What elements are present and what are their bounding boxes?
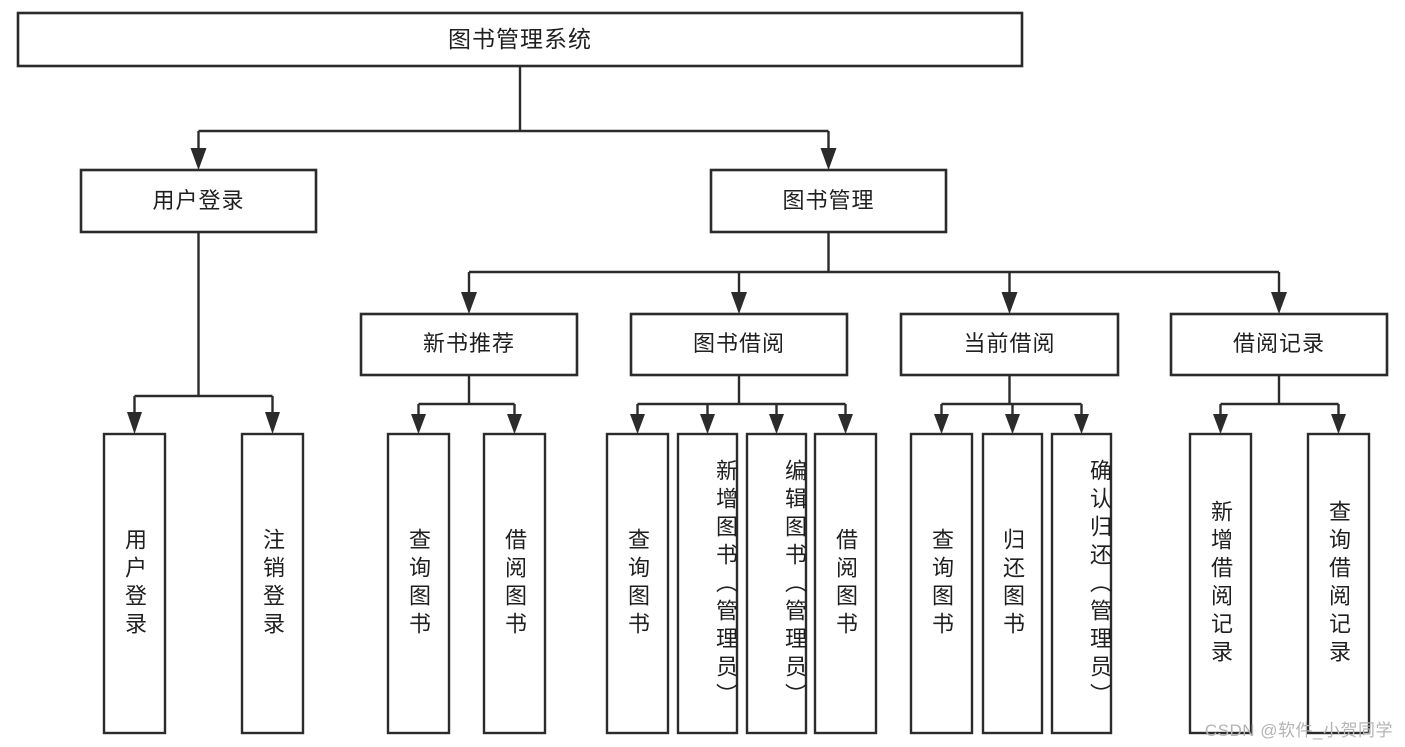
node-box-root[interactable] <box>16 11 1024 68</box>
arrow-head-icon <box>1005 414 1020 434</box>
arrow-head-icon <box>461 292 477 314</box>
arrow-head-icon <box>700 414 715 434</box>
arrow-head-icon <box>507 414 522 434</box>
node-box-leaf-add-record[interactable] <box>1188 432 1253 735</box>
node-box-leaf-query-book-2[interactable] <box>605 432 670 735</box>
arrow-head-icon <box>630 414 645 434</box>
connector-borrow-record-to-leaves <box>1213 375 1346 434</box>
node-box-book-borrow[interactable] <box>629 312 849 377</box>
arrow-head-icon <box>1001 292 1018 314</box>
node-box-leaf-edit-book[interactable] <box>745 432 808 735</box>
node-box-new-book-recommend[interactable] <box>359 312 579 377</box>
arrow-head-icon <box>265 412 280 434</box>
node-box-borrow-record[interactable] <box>1169 312 1389 377</box>
node-box-leaf-query-record[interactable] <box>1306 432 1371 735</box>
connector-user-login-to-leaves <box>127 232 280 434</box>
arrow-head-icon <box>820 148 837 170</box>
node-box-book-management[interactable] <box>709 168 948 234</box>
node-box-leaf-confirm-return[interactable] <box>1050 432 1113 735</box>
connector-root-to-level2 <box>190 66 837 170</box>
node-box-leaf-logout-login[interactable] <box>240 432 305 735</box>
arrow-head-icon <box>731 292 747 314</box>
arrow-head-icon <box>411 414 426 434</box>
arrow-head-icon <box>190 148 207 170</box>
node-box-user-login[interactable] <box>79 168 318 234</box>
node-box-leaf-query-book-1[interactable] <box>386 432 451 735</box>
arrow-head-icon <box>1331 414 1346 434</box>
connector-current-borrow-to-leaves <box>934 375 1089 434</box>
arrow-head-icon <box>934 414 949 434</box>
node-box-leaf-add-book[interactable] <box>676 432 739 735</box>
node-box-leaf-borrow-book-2[interactable] <box>813 432 878 735</box>
node-box-current-borrow[interactable] <box>899 312 1120 377</box>
node-box-leaf-borrow-book-1[interactable] <box>482 432 547 735</box>
node-box-leaf-query-book-3[interactable] <box>909 432 974 735</box>
connector-book-management-to-level3 <box>461 232 1287 314</box>
connector-book-borrow-to-leaves <box>630 375 853 434</box>
arrow-head-icon <box>127 412 142 434</box>
arrow-head-icon <box>838 414 853 434</box>
arrow-head-icon <box>1213 414 1228 434</box>
node-box-leaf-return-book[interactable] <box>981 432 1044 735</box>
arrow-head-icon <box>769 414 784 434</box>
arrow-head-icon <box>1271 292 1287 314</box>
arrow-head-icon <box>1074 414 1089 434</box>
connector-new-book-recommend-to-leaves <box>411 375 522 434</box>
node-box-leaf-user-login[interactable] <box>102 432 167 735</box>
csdn-watermark: CSDN @软件_小贺同学 <box>1204 721 1393 740</box>
